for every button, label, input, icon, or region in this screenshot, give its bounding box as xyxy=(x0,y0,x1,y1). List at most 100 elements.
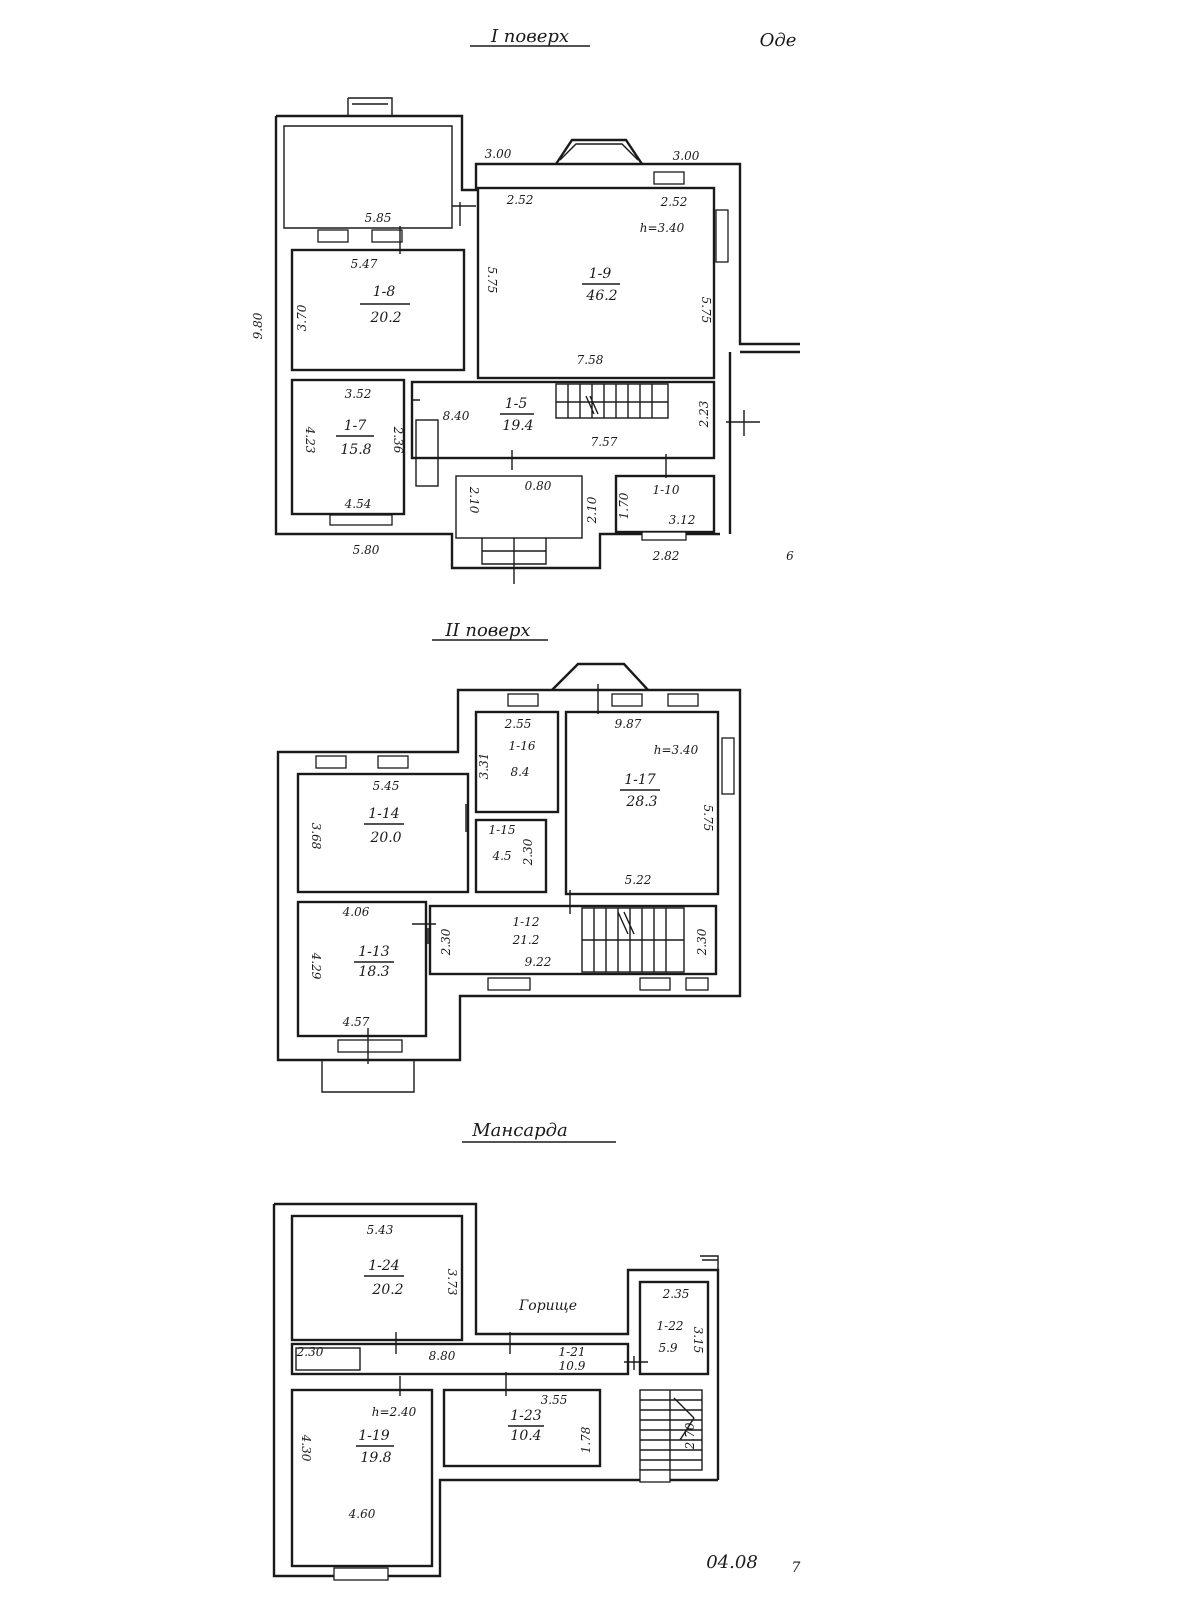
dimension-label: 2.10 xyxy=(467,486,481,514)
dimension-label: 4.30 xyxy=(299,1434,313,1462)
attic-room-area: 10.4 xyxy=(510,1428,541,1444)
dimension-label: 2.30 xyxy=(695,928,709,956)
dimension-label: 2.36 xyxy=(391,426,405,454)
floor2-window xyxy=(611,693,643,707)
dimension-label: 9.22 xyxy=(525,955,552,969)
dimension-label: 5.43 xyxy=(367,1223,394,1237)
floor2-window xyxy=(507,693,539,707)
floor1-closet xyxy=(415,419,439,487)
floor1-room-id: 1-10 xyxy=(653,483,680,497)
attic-room-1-19 xyxy=(290,1388,434,1568)
dimension-label: 9.80 xyxy=(251,312,265,339)
attic-room-id: 1-24 xyxy=(368,1258,399,1274)
floor1-room-id: 1-9 xyxy=(589,266,612,282)
floor2-room-area: 4.5 xyxy=(491,849,511,863)
floor1-entrance-steps xyxy=(481,538,547,584)
floor2-room-id: 1-15 xyxy=(489,823,516,837)
dimension-label: 7.57 xyxy=(591,435,618,449)
dimension-label: 3.52 xyxy=(345,387,372,401)
floor1-room-1-5 xyxy=(410,380,716,460)
floor2-window xyxy=(667,693,699,707)
attic-room-id: 1-21 xyxy=(559,1345,586,1359)
floor1-vestibule xyxy=(455,475,583,539)
attic-small-closet xyxy=(295,1347,361,1371)
dimension-label: 3.73 xyxy=(445,1269,459,1296)
dimension-label: 1.78 xyxy=(579,1426,593,1453)
drawing-date: 04.08 xyxy=(706,1552,758,1573)
dimension-label: 9.87 xyxy=(615,717,642,731)
floor1-window xyxy=(329,514,393,526)
floor1-room-area: 15.8 xyxy=(340,442,371,458)
floor2-window xyxy=(377,755,409,769)
dimension-label: 3.70 xyxy=(295,304,309,331)
dimension-label: h=3.40 xyxy=(640,221,685,235)
floor1-outer-wall-right xyxy=(728,350,800,534)
floor1-door-marks xyxy=(399,202,760,478)
floor2-balcony xyxy=(321,1060,415,1093)
attic-loft-label: Горище xyxy=(518,1298,577,1314)
attic-room-1-21 xyxy=(290,1342,630,1376)
dimension-label: 3.00 xyxy=(673,149,700,163)
attic-room-1-22 xyxy=(638,1280,710,1376)
dimension-label: 2.82 xyxy=(652,549,680,563)
floor1-room-area: 3.12 xyxy=(669,513,696,527)
floor2-room-1-15 xyxy=(474,818,548,894)
floor1-outer-wall-top xyxy=(276,114,800,346)
floor2-window xyxy=(721,737,735,795)
floor1-room-id: 1-8 xyxy=(373,284,396,300)
attic-room-area: 10.9 xyxy=(559,1359,586,1373)
floor1-title: I поверх xyxy=(490,26,569,47)
dimension-label: 4.60 xyxy=(348,1507,376,1521)
floor2-bay-window xyxy=(551,662,649,691)
floor1-room-area: 20.2 xyxy=(369,310,401,326)
attic-room-area: 19.8 xyxy=(360,1450,391,1466)
dimension-label: 6 xyxy=(786,549,794,563)
floor1-window xyxy=(715,209,729,263)
floor1-room-1-9 xyxy=(476,186,716,380)
dimension-label: 4.57 xyxy=(342,1015,370,1029)
dimension-label: 2.52 xyxy=(506,193,534,207)
floor2-room-1-13 xyxy=(296,900,428,1038)
dimension-label: 5.22 xyxy=(625,873,652,887)
floor1-bay-window-inner xyxy=(559,143,639,161)
dimension-label: 3.15 xyxy=(691,1327,705,1354)
floor1-stairs xyxy=(555,383,669,419)
floor2-room-area: 18.3 xyxy=(358,964,389,980)
dimension-label: 3.31 xyxy=(477,753,491,780)
floor2-title: II поверх xyxy=(444,620,530,641)
attic-window xyxy=(639,1469,671,1483)
dimension-label: 2.23 xyxy=(697,400,711,428)
dimension-label: 5.75 xyxy=(701,805,715,832)
dimension-label: 0.80 xyxy=(525,479,552,493)
floor2-room-area: 8.4 xyxy=(510,765,529,779)
floor1-window xyxy=(641,531,687,541)
floor2-window xyxy=(685,977,709,991)
dimension-label: 2.35 xyxy=(662,1287,690,1301)
attic-room-1-24 xyxy=(290,1214,464,1342)
floor1-room-area: 46.2 xyxy=(585,288,617,304)
floor2-room-id: 1-13 xyxy=(358,944,390,960)
floor2-room-area: 21.2 xyxy=(512,933,540,947)
floor2-door-marks xyxy=(367,684,599,1064)
attic-door-marks xyxy=(395,1332,648,1430)
dimension-label: 5.75 xyxy=(699,297,713,324)
attic-room-area: 5.9 xyxy=(658,1341,677,1355)
floor2-room-id: 1-12 xyxy=(513,915,540,929)
floor2-window xyxy=(337,1039,403,1053)
floor1-room-1-7 xyxy=(290,378,406,516)
floor2-outer-wall xyxy=(276,688,742,1062)
floor2-window xyxy=(315,755,347,769)
attic-title: Мансарда xyxy=(471,1120,568,1141)
dimension-label: 4.54 xyxy=(344,497,372,511)
floor2-plan: 1-16 8.4 1-17 28.3 1-14 20.0 1-15 4.5 1-… xyxy=(276,662,742,1093)
dimension-label: 1.70 xyxy=(617,492,631,519)
floor2-window xyxy=(639,977,671,991)
dimension-label: 5.75 xyxy=(485,267,499,294)
dimension-label: 8.80 xyxy=(429,1349,456,1363)
dimension-label: 5.80 xyxy=(353,543,380,557)
floor2-room-1-12 xyxy=(428,904,718,976)
attic-room-id: 1-19 xyxy=(358,1428,390,1444)
corner-note: Оде xyxy=(760,30,797,51)
floor2-window xyxy=(487,977,531,991)
floor2-room-id: 1-16 xyxy=(509,739,536,753)
